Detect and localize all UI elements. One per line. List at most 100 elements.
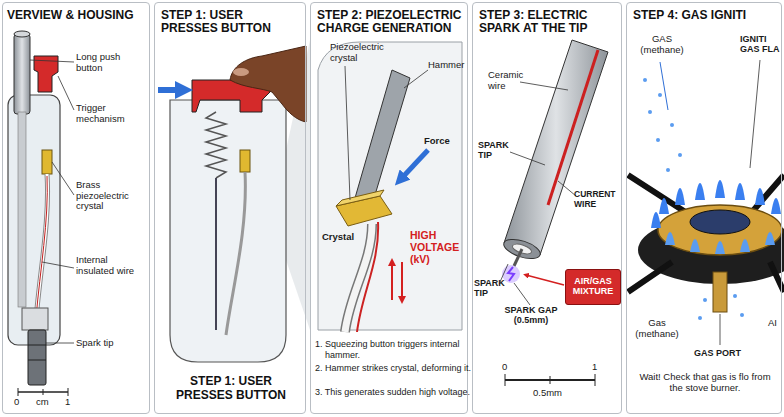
scale-tick — [595, 374, 596, 386]
gas-particle — [658, 93, 662, 97]
panel-heading: STEP 2: PIEZOELECTRIC CHARGE GENERATION — [317, 9, 467, 36]
part-label: Piezoelectric crystal — [330, 42, 402, 63]
scale-number: 0 — [14, 397, 19, 408]
part-label: SPARK TIP — [478, 140, 518, 160]
gas-particle — [698, 316, 702, 320]
leader-line — [404, 70, 428, 88]
spark-glow — [502, 265, 520, 283]
hammer — [355, 70, 410, 205]
scale-tick — [550, 376, 551, 384]
part-label: Ceramic wire — [488, 70, 536, 91]
part-label: Trigger mechanism — [76, 103, 146, 124]
leader-line — [345, 66, 350, 200]
gas-particle — [670, 123, 674, 127]
part-label: Hammer — [428, 60, 464, 71]
brass-crystal — [42, 150, 52, 174]
lighter-body — [8, 95, 60, 345]
gas-particle — [678, 153, 682, 157]
step-panel: STEP 3: ELECTRIC SPARK AT THE TIP AIR/GAS… — [472, 2, 622, 414]
flame — [665, 232, 675, 245]
scale-unit: cm — [36, 397, 49, 408]
tip-ring — [28, 360, 46, 361]
needle — [215, 178, 217, 330]
leader-line — [514, 283, 530, 305]
flame — [740, 239, 750, 252]
push-button — [14, 34, 30, 114]
gas-particle — [703, 298, 707, 302]
scale-tick — [18, 388, 19, 396]
scale-number: 1 — [65, 397, 70, 408]
callout-box: AIR/GAS MIXTURE — [565, 269, 621, 305]
step-panel: STEP 1: USER PRESSES BUTTON STEP 1: USER … — [154, 2, 306, 414]
callout-text: AIR/GAS MIXTURE — [567, 276, 619, 297]
gas-port-pipe — [713, 272, 727, 312]
flame — [765, 232, 775, 245]
current-arrow — [391, 262, 393, 300]
flame — [675, 188, 685, 205]
panel-caption: STEP 1: USER PRESSES BUTTON — [161, 375, 301, 403]
part-label: Crystal — [322, 232, 354, 243]
part-label: Gas (methane) — [630, 318, 684, 339]
force-arrow — [400, 150, 428, 180]
flame — [715, 241, 725, 254]
scale-tick — [43, 389, 44, 395]
burner-ring — [658, 205, 782, 255]
scale-unit: 0.5mm — [533, 388, 562, 399]
leader-line — [558, 181, 576, 196]
electrode — [514, 249, 522, 266]
part-label: GAS (methane) — [636, 34, 688, 55]
flame — [690, 239, 700, 252]
part-label: SPARK TIP — [474, 278, 504, 298]
zoom-housing — [318, 42, 462, 330]
wire-insulation — [36, 174, 48, 320]
step-note: 1. Squeezing button triggers internal ha… — [315, 339, 475, 361]
flame — [755, 188, 765, 205]
gas-particle — [643, 78, 647, 82]
part-label: AI — [768, 318, 777, 329]
leader-line — [52, 162, 74, 195]
warning-note: Wait! Check that gas is flo from the sto… — [632, 371, 778, 394]
flame — [659, 198, 669, 214]
high-voltage-wire — [357, 222, 378, 332]
step-note: 3. This generates sudden high voltage. — [315, 387, 475, 398]
internal-wire — [36, 176, 47, 318]
spark-tip — [28, 330, 46, 385]
spark — [508, 267, 514, 281]
lighter-body — [170, 100, 286, 362]
wire-insulation — [36, 174, 48, 320]
panel-heading: VERVIEW & HOUSING — [7, 9, 147, 22]
force-label: Force — [424, 136, 450, 147]
press-arrow — [158, 87, 184, 93]
brass-crystal — [240, 150, 250, 172]
current-arrow — [401, 262, 403, 300]
gas-particle — [656, 138, 660, 142]
panel-heading: STEP 1: USER PRESSES BUTTON — [161, 9, 286, 36]
leader-line — [660, 62, 668, 110]
leader-line — [42, 262, 74, 268]
part-label: GAS PORT — [694, 348, 741, 358]
leader-line — [750, 60, 760, 168]
flame — [651, 212, 661, 228]
leader-arrow — [526, 275, 564, 285]
panel-heading: STEP 4: GAS IGNITI — [633, 9, 781, 22]
part-label: Brass piezoelectric crystal — [76, 180, 148, 212]
leader-line — [30, 60, 74, 62]
gas-particle — [648, 110, 652, 114]
leader-line — [58, 76, 74, 110]
spring — [206, 112, 226, 178]
hand-finger — [230, 46, 306, 122]
panel-heading: STEP 3: ELECTRIC SPARK AT THE TIP — [479, 9, 609, 36]
tip-collar — [22, 308, 48, 330]
button-cap — [14, 31, 30, 37]
leader-line — [46, 343, 74, 344]
burner-cap — [690, 210, 750, 234]
crystal-top-face — [336, 190, 384, 206]
leader-line — [720, 314, 721, 345]
finger-nail — [233, 68, 249, 76]
flame — [735, 183, 745, 200]
gas-particle — [740, 313, 744, 317]
step-note: 2. Hammer strikes crystal, deforming it. — [315, 363, 475, 374]
